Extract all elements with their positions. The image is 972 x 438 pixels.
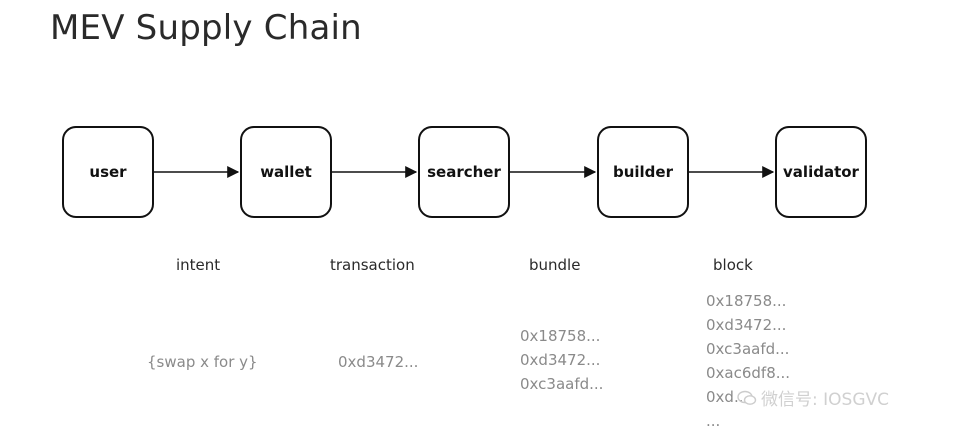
label-intent: intent xyxy=(176,256,221,274)
node-user: user xyxy=(62,126,154,218)
block-data-item: 0x18758... xyxy=(706,292,787,310)
block-data: 0x18758... 0xd3472... 0xc3aafd... 0xac6d… xyxy=(706,289,790,433)
diagram-title: MEV Supply Chain xyxy=(50,8,362,48)
wechat-icon xyxy=(737,390,757,406)
node-builder: builder xyxy=(597,126,689,218)
wechat-watermark: 微信号: IOSGVC xyxy=(737,385,889,410)
block-data-item: 0xc3aafd... xyxy=(706,340,790,358)
bundle-data-item: 0x18758... xyxy=(520,327,601,345)
block-data-item: 0xd... xyxy=(706,388,749,406)
transaction-data: 0xd3472... xyxy=(338,350,418,374)
bundle-data-item: 0xc3aafd... xyxy=(520,375,604,393)
bundle-data: 0x18758... 0xd3472... 0xc3aafd... xyxy=(520,324,603,396)
intent-data: {swap x for y} xyxy=(147,350,258,374)
label-transaction: transaction xyxy=(330,256,415,274)
label-block: block xyxy=(713,256,753,274)
label-bundle: bundle xyxy=(529,256,581,274)
transaction-data-item: 0xd3472... xyxy=(338,353,419,371)
node-validator: validator xyxy=(775,126,867,218)
watermark-text: 微信号: IOSGVC xyxy=(761,390,889,410)
node-wallet: wallet xyxy=(240,126,332,218)
block-data-item: ... xyxy=(706,412,721,430)
block-data-item: 0xac6df8... xyxy=(706,364,791,382)
block-data-item: 0xd3472... xyxy=(706,316,787,334)
node-searcher: searcher xyxy=(418,126,510,218)
intent-data-item: {swap x for y} xyxy=(147,353,258,371)
bundle-data-item: 0xd3472... xyxy=(520,351,601,369)
